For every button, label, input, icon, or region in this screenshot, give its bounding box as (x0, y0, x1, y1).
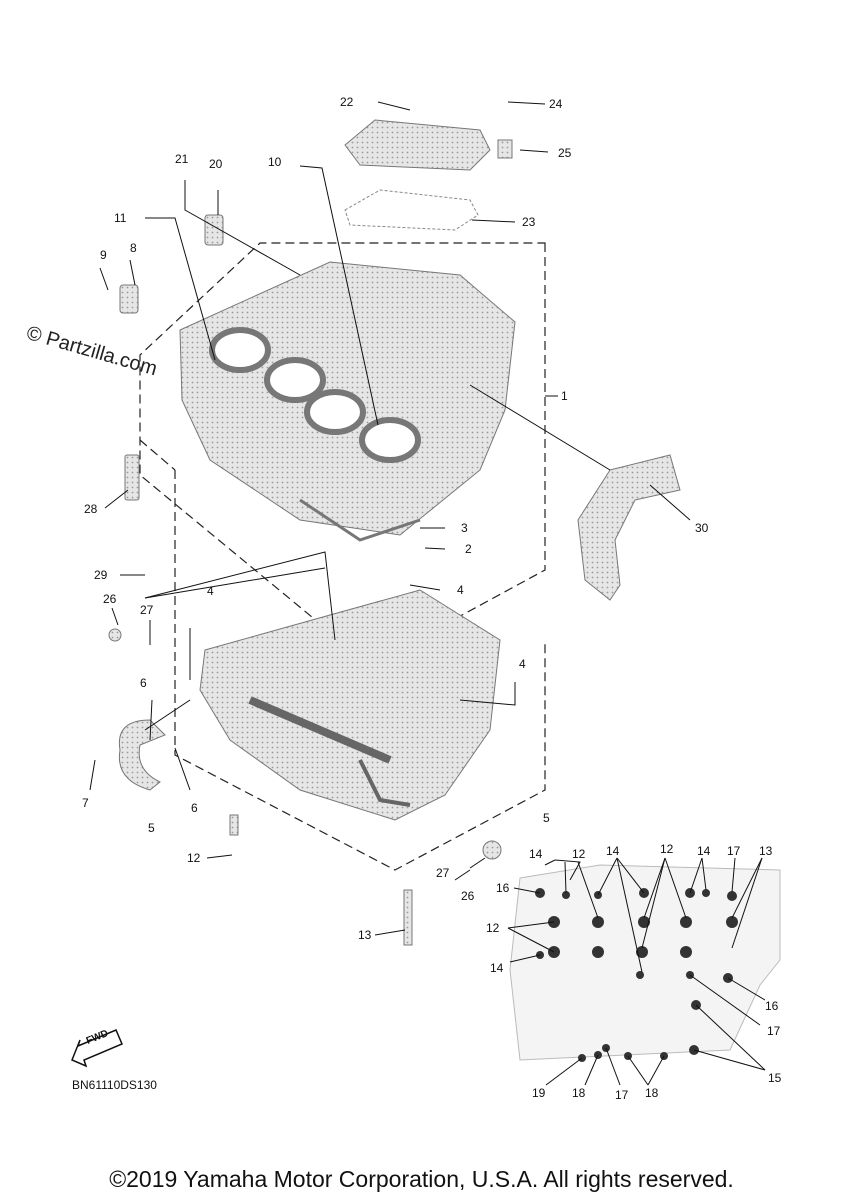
callout-4: 4 (519, 657, 526, 671)
callout-17: 17 (615, 1088, 629, 1102)
lower-crankcase (199, 589, 501, 821)
assembly-frame-lower (139, 439, 546, 871)
callout-4: 4 (207, 584, 214, 598)
callout-6: 6 (140, 676, 147, 690)
callout-24: 24 (549, 97, 563, 111)
callout-15: 15 (768, 1071, 782, 1085)
breather-cover (344, 119, 491, 171)
assembly-frame-upper (139, 242, 546, 666)
callout-14: 14 (697, 844, 711, 858)
callout-17: 17 (727, 844, 741, 858)
bolt-pattern-view (509, 864, 781, 1062)
callout-18: 18 (572, 1086, 586, 1100)
callout-1: 1 (561, 389, 568, 403)
callout-5: 5 (148, 821, 155, 835)
diagram-code: BN61110DS130 (72, 1078, 157, 1092)
callout-3: 3 (461, 521, 468, 535)
callout-12: 12 (187, 851, 201, 865)
callout-12: 12 (660, 842, 674, 856)
callout-18: 18 (645, 1086, 659, 1100)
callout-17: 17 (767, 1024, 781, 1038)
callout-26: 26 (103, 592, 117, 606)
callout-29: 29 (94, 568, 108, 582)
callout-2: 2 (465, 542, 472, 556)
callout-12: 12 (572, 847, 586, 861)
callout-11: 11 (114, 211, 127, 225)
bracket-part (577, 454, 681, 601)
copyright-notice: ©2019 Yamaha Motor Corporation, U.S.A. A… (109, 1166, 734, 1192)
callout-14: 14 (606, 844, 620, 858)
callout-12: 12 (486, 921, 500, 935)
callout-19: 19 (532, 1086, 546, 1100)
fwd-arrow-icon (71, 1029, 123, 1068)
callout-20: 20 (209, 157, 223, 171)
callout-8: 8 (130, 241, 137, 255)
callout-26: 26 (461, 889, 475, 903)
callout-4: 4 (457, 583, 464, 597)
leader-lines (89, 101, 766, 1086)
callout-27: 27 (436, 866, 450, 880)
callout-30: 30 (695, 521, 709, 535)
callout-16: 16 (496, 881, 510, 895)
gasket (344, 189, 479, 231)
callout-7: 7 (82, 796, 89, 810)
upper-crankcase (179, 261, 516, 542)
callout-14: 14 (529, 847, 543, 861)
callout-21: 21 (175, 152, 189, 166)
callout-16: 16 (765, 999, 779, 1013)
callout-5: 5 (543, 811, 550, 825)
callout-10: 10 (268, 155, 282, 169)
callout-22: 22 (340, 95, 354, 109)
callout-13: 13 (759, 844, 773, 858)
callout-9: 9 (100, 248, 107, 262)
callout-23: 23 (522, 215, 536, 229)
callout-6: 6 (191, 801, 198, 815)
callout-27: 27 (140, 603, 154, 617)
callout-25: 25 (558, 146, 572, 160)
callout-13: 13 (358, 928, 372, 942)
callout-14: 14 (490, 961, 504, 975)
callout-28: 28 (84, 502, 98, 516)
small-parts (108, 139, 513, 946)
